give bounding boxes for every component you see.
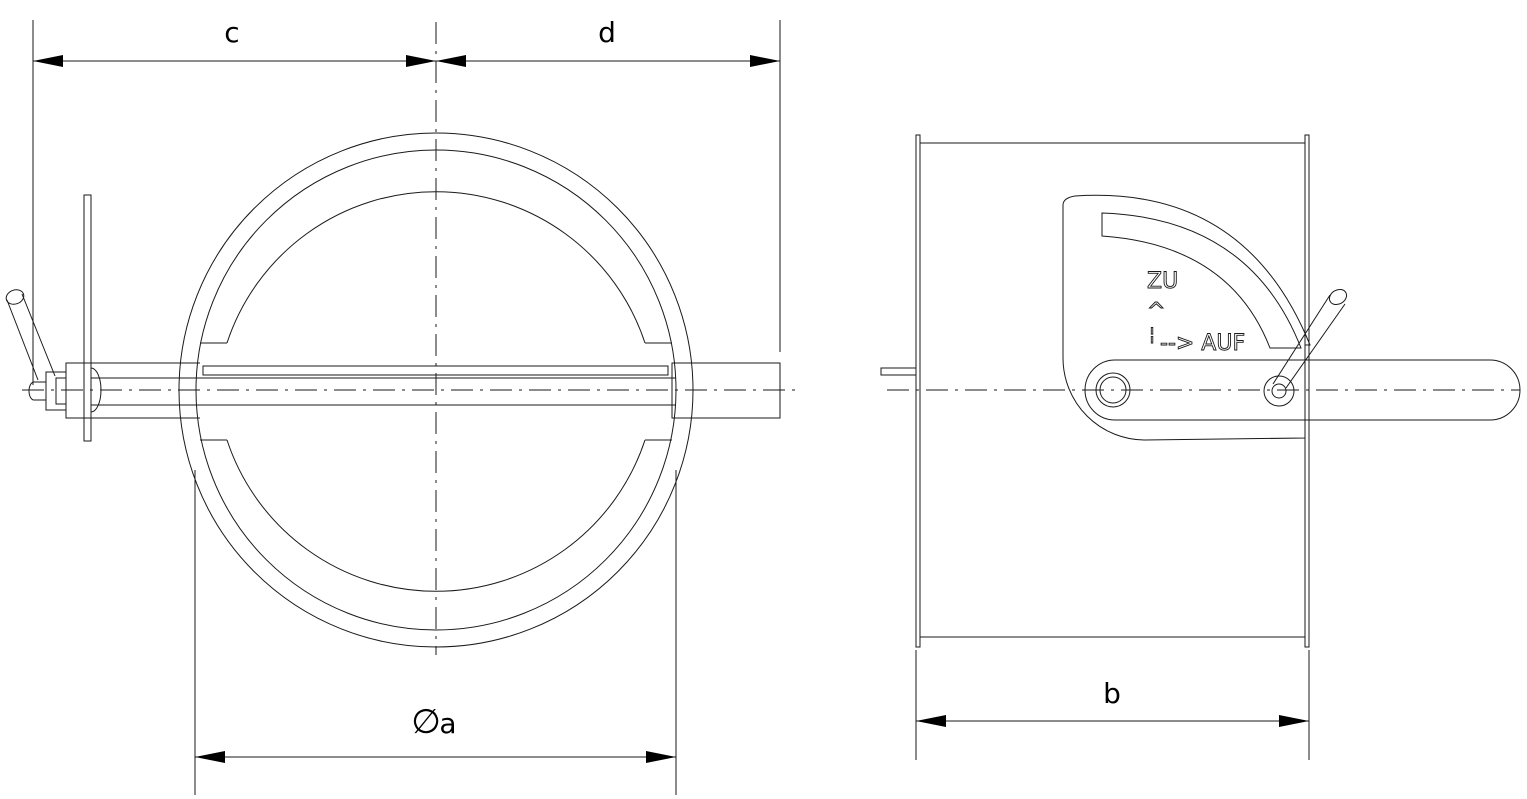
operating-plate	[83, 194, 92, 442]
label-auf: --> AUF	[1160, 331, 1245, 356]
side-handle-lever	[1272, 288, 1348, 389]
duct-right-flange	[1304, 134, 1310, 648]
side-view: ZU ^ ¦ --> AUF b	[880, 134, 1521, 760]
dim-a-label: a	[439, 707, 456, 740]
quadrant-plate	[1062, 194, 1311, 441]
dim-a-arrow-right	[646, 751, 676, 763]
dim-c-arrow-right	[406, 55, 436, 67]
handle-screw-outer	[1263, 375, 1295, 407]
dim-a-arrow-left	[195, 751, 225, 763]
dim-d-label: d	[598, 16, 616, 49]
dim-a-symbol: ∅	[411, 702, 441, 742]
lock-bolt-tip	[28, 381, 46, 401]
dim-d-arrow-right	[750, 55, 780, 67]
lever-arm	[1084, 359, 1521, 421]
duct-left-flange	[915, 134, 921, 648]
handle-screw-inner	[1271, 383, 1287, 399]
label-zu: ZU	[1147, 269, 1178, 294]
front-handle-lever	[5, 289, 56, 381]
dim-b-arrow-right	[1279, 715, 1309, 727]
label-tick: ¦	[1149, 324, 1155, 345]
lock-washer	[55, 377, 67, 405]
label-arrow-up: ^	[1147, 299, 1165, 324]
dim-b-label: b	[1103, 677, 1121, 710]
dim-b-arrow-left	[916, 715, 946, 727]
blade-lower-arc	[226, 439, 646, 592]
dim-c-arrow-left	[33, 55, 63, 67]
dim-d-arrow-left	[436, 55, 466, 67]
front-view: c d ∅ a	[5, 16, 795, 795]
dim-c-label: c	[224, 16, 239, 49]
quadrant-slot	[1101, 212, 1302, 349]
shaft-stub	[880, 367, 917, 376]
